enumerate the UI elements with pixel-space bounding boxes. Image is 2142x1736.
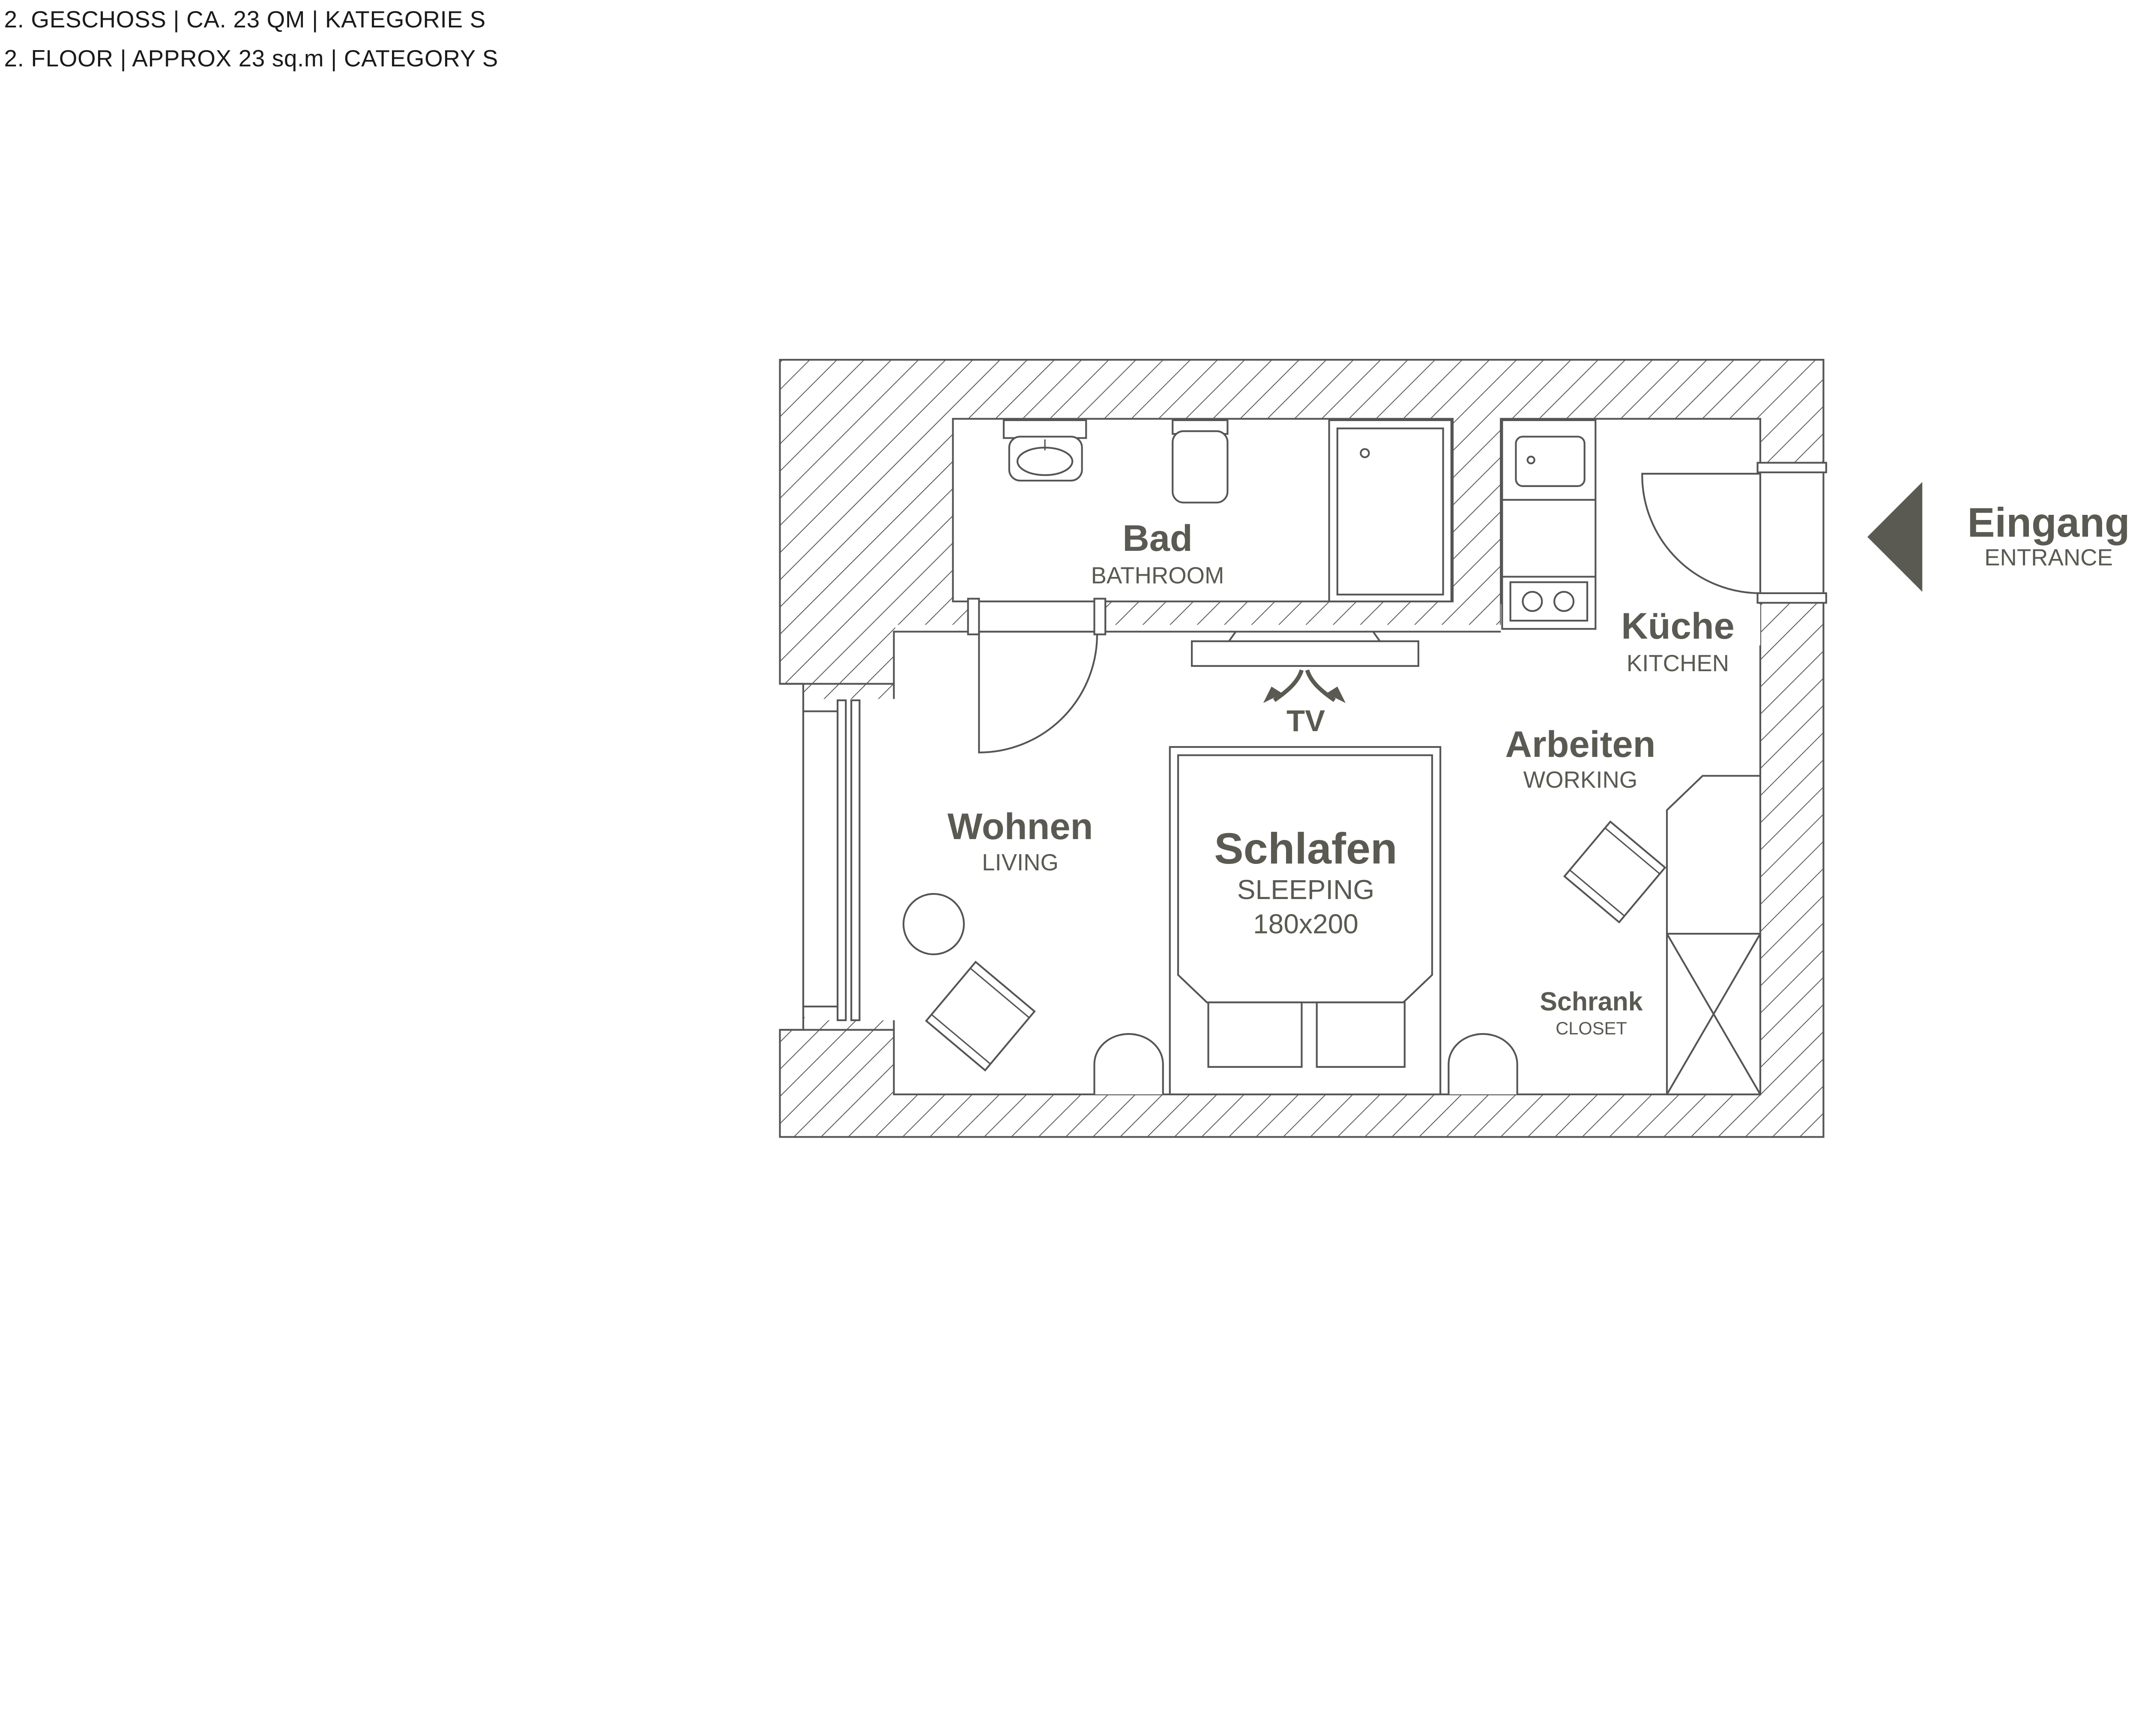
- label-closet: CLOSET: [1556, 1018, 1627, 1038]
- label-eingang: Eingang: [1967, 500, 2130, 546]
- kitchenette: [1501, 419, 1597, 630]
- tv-unit: [1191, 631, 1419, 703]
- label-entrance: ENTRANCE: [1984, 544, 2113, 571]
- bathroom-door[interactable]: [967, 598, 1107, 753]
- bathtub: [1328, 419, 1452, 603]
- nightstand-left: [1093, 1033, 1164, 1095]
- label-bathroom: BATHROOM: [1091, 562, 1224, 589]
- label-wohnen: Wohnen: [947, 806, 1093, 848]
- label-bad: Bad: [1122, 517, 1193, 559]
- bed: [1169, 746, 1442, 1096]
- entrance-door[interactable]: [1641, 462, 1827, 604]
- label-kitchen: KITCHEN: [1626, 650, 1729, 676]
- desk-chair: [1563, 820, 1666, 924]
- label-schlafen: Schlafen: [1214, 824, 1397, 873]
- sink: [1002, 419, 1087, 482]
- label-tv: TV: [1286, 704, 1325, 738]
- toilet: [1172, 419, 1229, 504]
- armchair: [925, 960, 1036, 1072]
- label-living: LIVING: [982, 849, 1059, 875]
- label-working: WORKING: [1523, 767, 1638, 793]
- closet: [1666, 932, 1762, 1096]
- header-line-de: 2. GESCHOSS | CA. 23 QM | KATEGORIE S: [4, 6, 486, 33]
- arrow-left-icon: [1867, 482, 1923, 592]
- label-bed-size: 180x200: [1253, 908, 1358, 940]
- nightstand-right: [1448, 1033, 1518, 1095]
- side-table: [902, 893, 965, 956]
- swivel-arrows-icon: [1273, 669, 1336, 702]
- label-sleeping: SLEEPING: [1237, 874, 1375, 905]
- label-schrank: Schrank: [1540, 986, 1643, 1016]
- floor-plan: [779, 359, 1923, 1138]
- label-kueche: Küche: [1621, 606, 1735, 647]
- desk: [1666, 775, 1760, 934]
- floor-plan-page: 2. GESCHOSS | CA. 23 QM | KATEGORIE S 2.…: [4, 6, 2130, 1138]
- header-line-en: 2. FLOOR | APPROX 23 sq.m | CATEGORY S: [4, 45, 498, 72]
- window: [802, 699, 861, 1022]
- label-arbeiten: Arbeiten: [1505, 723, 1656, 765]
